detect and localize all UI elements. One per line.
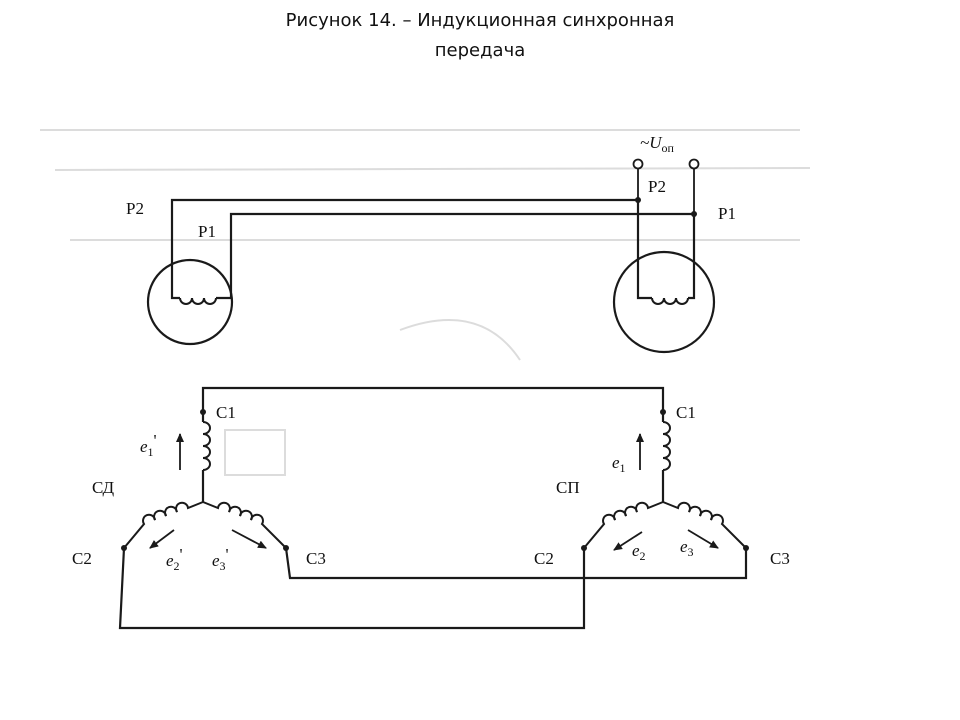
- right-e2-arrow-icon: [613, 531, 643, 551]
- right-e2-label: e2: [632, 541, 646, 563]
- right-c2-label: C2: [534, 549, 554, 568]
- left-c2-label: C2: [72, 549, 92, 568]
- right-e3-label: e3: [680, 537, 694, 559]
- left-p1-label: P1: [198, 222, 216, 241]
- right-e1-label: e1: [612, 453, 626, 475]
- rotor-circuit: [146, 158, 716, 354]
- right-rotor-winding-icon: [651, 297, 689, 305]
- right-c3-coil-icon: [662, 501, 747, 549]
- c3-wire: [284, 547, 748, 580]
- left-machine-label: СД: [92, 478, 114, 497]
- c1-wire: [201, 386, 665, 412]
- supply-terminal-left: [632, 158, 644, 170]
- p2-wire: [170, 198, 652, 300]
- p1-junction-dot: [691, 211, 697, 217]
- figure-caption-line-1: Рисунок 14. – Индукционная синхронная: [285, 10, 675, 31]
- right-e3-arrow-icon: [687, 529, 719, 549]
- left-c1-label: C1: [216, 403, 236, 422]
- left-e1-label: e1': [140, 431, 157, 459]
- supply-voltage-label: ~Uоп: [640, 133, 674, 155]
- right-machine-label: СП: [556, 478, 580, 497]
- left-rotor-winding-icon: [179, 297, 217, 305]
- left-c1-coil-icon: [202, 421, 211, 471]
- left-c2-coil-icon: [123, 501, 204, 549]
- left-e2-label: e2': [166, 545, 183, 573]
- scan-bleed-through: [40, 129, 811, 476]
- supply-terminal-right: [688, 158, 700, 170]
- left-e3-label: e3': [212, 545, 229, 573]
- p2-junction-dot: [635, 197, 641, 203]
- stator-circuit: [118, 386, 749, 630]
- c2-wire: [118, 547, 586, 630]
- right-p1-label: P1: [718, 204, 736, 223]
- left-c3-coil-icon: [202, 501, 287, 549]
- left-e2-arrow-icon: [149, 529, 175, 549]
- right-c1-label: C1: [676, 403, 696, 422]
- left-rotor-circle: [146, 258, 234, 346]
- right-c1-coil-icon: [662, 421, 671, 471]
- right-p2-label: P2: [648, 177, 666, 196]
- left-c3-label: C3: [306, 549, 326, 568]
- right-c2-coil-icon: [583, 501, 664, 549]
- left-p2-label: P2: [126, 199, 144, 218]
- right-rotor-circle: [612, 250, 716, 354]
- right-c3-label: C3: [770, 549, 790, 568]
- p1-wire: [216, 212, 696, 300]
- left-e3-arrow-icon: [231, 529, 267, 549]
- figure-caption-line-2: передача: [434, 40, 526, 61]
